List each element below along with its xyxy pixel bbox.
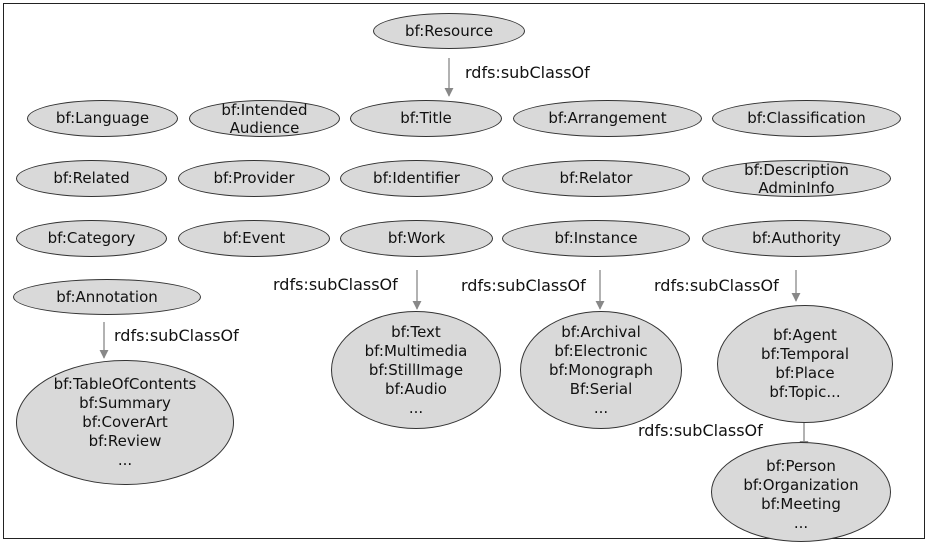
node-label: bf:Authority bbox=[752, 229, 841, 247]
subclass-item: bf:Electronic bbox=[554, 341, 648, 360]
node-work-subclasses: bf:Text bf:Multimedia bf:StillImage bf:A… bbox=[331, 311, 501, 429]
subclass-item: bf:Archival bbox=[561, 322, 641, 341]
node-bf-arrangement: bf:Arrangement bbox=[513, 100, 702, 137]
subclass-item: ... bbox=[793, 514, 809, 532]
node-label: bf:Relator bbox=[559, 169, 633, 187]
subclass-item: bf:Organization bbox=[743, 476, 859, 494]
subclass-item: bf:Person bbox=[766, 457, 836, 475]
node-label: bf:Work bbox=[387, 229, 446, 247]
node-bf-identifier: bf:Identifier bbox=[340, 160, 493, 197]
node-label: bf:Classification bbox=[747, 109, 866, 127]
node-bf-event: bf:Event bbox=[178, 220, 330, 257]
node-bf-classification: bf:Classification bbox=[712, 100, 901, 137]
node-bf-related: bf:Related bbox=[16, 160, 167, 197]
node-authority-subclasses: bf:Agent bf:Temporal bf:Place bf:Topic..… bbox=[717, 305, 893, 423]
node-label: bf:Instance bbox=[554, 229, 638, 247]
node-bf-language: bf:Language bbox=[27, 100, 178, 137]
relation-label-agent: rdfs:subClassOf bbox=[638, 421, 763, 440]
node-bf-instance: bf:Instance bbox=[502, 220, 690, 257]
subclass-item: bf:Place bbox=[775, 364, 835, 382]
node-bf-provider: bf:Provider bbox=[178, 160, 330, 197]
node-label: bf:Annotation bbox=[56, 287, 158, 306]
node-label: bf:Title bbox=[400, 109, 452, 127]
node-bf-title: bf:Title bbox=[350, 100, 502, 137]
node-bf-category: bf:Category bbox=[16, 220, 167, 257]
subclass-item: ... bbox=[593, 398, 609, 417]
subclass-item: bf:Audio bbox=[385, 379, 447, 398]
subclass-item: bf:Multimedia bbox=[364, 341, 468, 360]
node-label: bf:Event bbox=[222, 229, 286, 247]
node-label: bf:Language bbox=[55, 109, 150, 127]
subclass-item: bf:Temporal bbox=[760, 345, 849, 363]
relation-label-work: rdfs:subClassOf bbox=[273, 275, 398, 294]
relation-label-annotation: rdfs:subClassOf bbox=[114, 326, 239, 345]
relation-label-resource: rdfs:subClassOf bbox=[465, 63, 590, 82]
node-bf-description-admininfo: bf:Description AdminInfo bbox=[702, 160, 891, 197]
subclass-item: bf:Agent bbox=[773, 326, 837, 344]
subclass-item: bf:Summary bbox=[79, 394, 171, 412]
node-agent-subclasses: bf:Person bf:Organization bf:Meeting ... bbox=[711, 442, 891, 542]
subclass-item: bf:StillImage bbox=[368, 360, 464, 379]
node-label: bf:Provider bbox=[213, 169, 295, 187]
relation-label-instance: rdfs:subClassOf bbox=[461, 276, 586, 295]
subclass-item: bf:Topic... bbox=[769, 383, 841, 401]
diagram-frame bbox=[3, 3, 925, 539]
subclass-item: Bf:Serial bbox=[569, 379, 633, 398]
subclass-item: bf:Review bbox=[88, 432, 162, 450]
node-bf-annotation: bf:Annotation bbox=[13, 279, 201, 315]
relation-label-authority: rdfs:subClassOf bbox=[654, 276, 779, 295]
node-label: bf:Arrangement bbox=[548, 109, 667, 127]
subclass-item: bf:CoverArt bbox=[82, 413, 168, 431]
node-label: bf:Related bbox=[53, 169, 130, 187]
node-label: bf:Resource bbox=[404, 21, 494, 40]
node-bf-work: bf:Work bbox=[340, 220, 493, 257]
subclass-item: ... bbox=[117, 451, 133, 469]
node-label: bf:Description AdminInfo bbox=[744, 160, 849, 197]
node-label: bf:Intended Audience bbox=[221, 100, 308, 137]
subclass-item: ... bbox=[408, 398, 424, 417]
node-bf-resource: bf:Resource bbox=[373, 13, 525, 49]
node-label: bf:Identifier bbox=[373, 169, 460, 187]
subclass-item: bf:Monograph bbox=[548, 360, 654, 379]
node-label: bf:Category bbox=[47, 229, 136, 247]
subclass-item: bf:TableOfContents bbox=[53, 375, 197, 393]
node-bf-relator: bf:Relator bbox=[502, 160, 690, 197]
node-bf-authority: bf:Authority bbox=[702, 220, 891, 257]
subclass-item: bf:Meeting bbox=[761, 495, 841, 513]
node-annotation-subclasses: bf:TableOfContents bf:Summary bf:CoverAr… bbox=[16, 360, 234, 485]
node-bf-intended-audience: bf:Intended Audience bbox=[189, 100, 340, 137]
node-instance-subclasses: bf:Archival bf:Electronic bf:Monograph B… bbox=[520, 311, 682, 429]
subclass-item: bf:Text bbox=[391, 322, 441, 341]
